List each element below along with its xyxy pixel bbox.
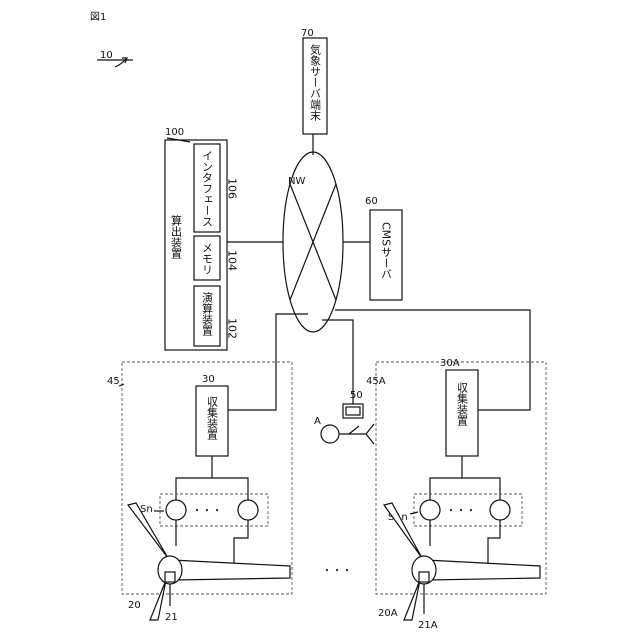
interface-ref: 106 bbox=[226, 178, 239, 199]
nacelle-b-ref: 21A bbox=[418, 620, 438, 631]
processor-label: 演算装置 bbox=[201, 291, 214, 336]
collector-b-link bbox=[335, 310, 530, 410]
sensor-b-wiring bbox=[430, 520, 500, 566]
cms-server-label: CMSサーバ bbox=[380, 222, 393, 279]
turbine-a-ref: 20 bbox=[128, 600, 141, 611]
processor-ref: 102 bbox=[226, 318, 239, 339]
turbine-b-blade-horizontal bbox=[426, 560, 540, 580]
operator-terminal-screen bbox=[346, 407, 360, 415]
sensor-a-1 bbox=[166, 500, 186, 520]
sensor-a-ellipsis: ・・・ bbox=[192, 506, 222, 517]
operator-terminal-ref: 50 bbox=[350, 390, 363, 401]
operator-ref: A bbox=[314, 416, 321, 427]
sites-ellipsis: ・・・ bbox=[322, 566, 352, 577]
sensor-b-ellipsis: ・・・ bbox=[446, 506, 476, 517]
sensor-a-n bbox=[238, 500, 258, 520]
weather-terminal-ref: 70 bbox=[301, 28, 314, 39]
figure-label: 図1 bbox=[90, 11, 106, 23]
nacelle-a-ref: 21 bbox=[165, 612, 178, 623]
sensor-a-bus bbox=[176, 456, 248, 500]
sensor-b-1 bbox=[420, 500, 440, 520]
system-ref-label: 10 bbox=[100, 50, 113, 61]
interface-label: インタフェース bbox=[201, 150, 214, 227]
turbine-b-blade-lower bbox=[404, 580, 420, 620]
site-a-ref: 45 bbox=[107, 376, 120, 387]
memory-ref: 104 bbox=[226, 250, 239, 271]
turbine-a-blade-lower bbox=[150, 580, 166, 620]
weather-terminal-label: 気象サーバ端末 bbox=[309, 43, 322, 122]
cms-server-ref: 60 bbox=[365, 196, 378, 207]
turbine-b-nacelle-sensor bbox=[419, 572, 429, 582]
network-ref: NW bbox=[288, 176, 305, 187]
memory-label: メモリ bbox=[201, 242, 214, 275]
site-a-ref-leader bbox=[119, 384, 124, 386]
turbine-b-ref: 20A bbox=[378, 608, 398, 619]
sensor-b-bus bbox=[430, 456, 500, 500]
sensor-a-wiring bbox=[176, 520, 248, 566]
operator-head bbox=[321, 425, 339, 443]
terminal-link bbox=[322, 320, 353, 410]
collector-a-label: 収集装置 bbox=[206, 396, 219, 440]
turbine-a-nacelle-sensor bbox=[165, 572, 175, 582]
calc-device-ref: 100 bbox=[165, 127, 184, 138]
collector-a-ref: 30 bbox=[202, 374, 215, 385]
calc-device-label: 算出装置 bbox=[170, 214, 183, 259]
site-b-ref: 45A bbox=[366, 376, 386, 387]
collector-b-label: 収集装置 bbox=[456, 382, 469, 426]
collector-b-ref: 30A bbox=[440, 358, 460, 369]
network-cross bbox=[290, 184, 336, 300]
turbine-a-blade-horizontal bbox=[172, 560, 290, 580]
sensor-b-n bbox=[490, 500, 510, 520]
operator-body bbox=[339, 424, 374, 444]
